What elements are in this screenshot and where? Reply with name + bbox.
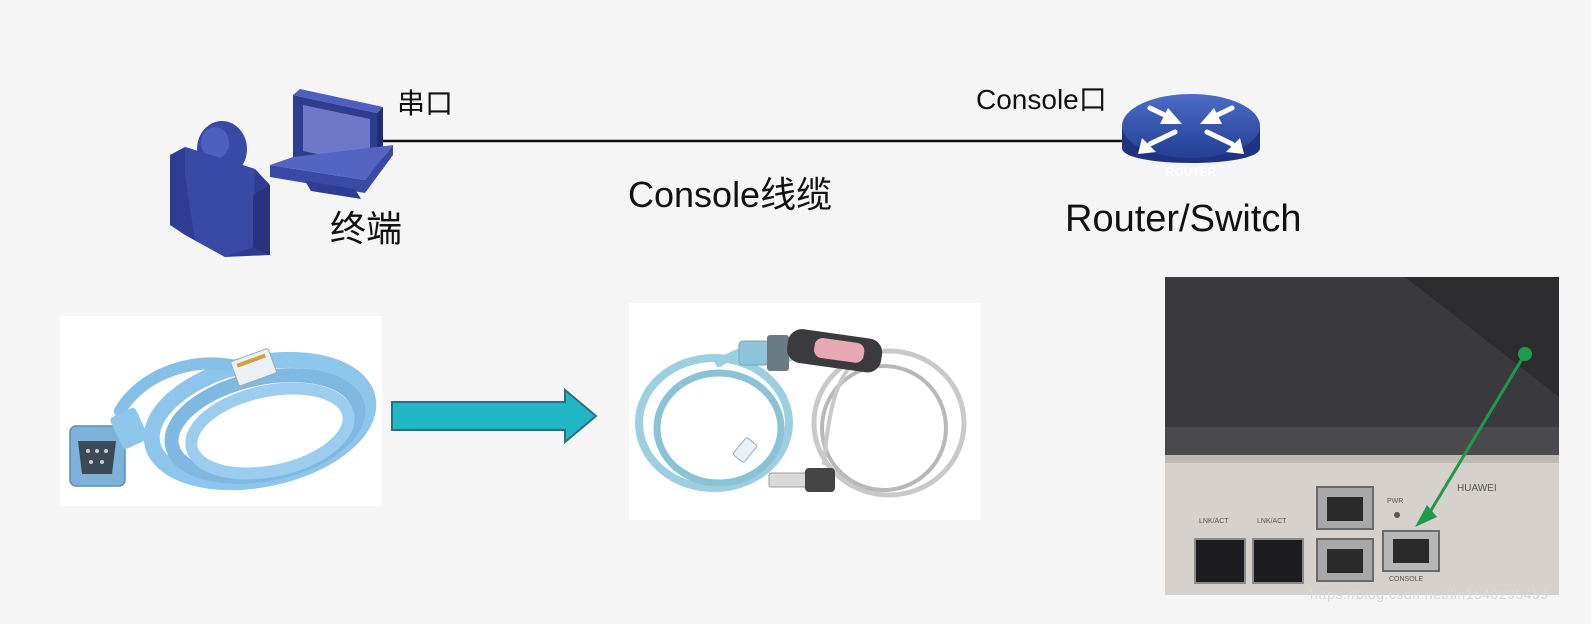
- port-label-pwr: PWR: [1387, 498, 1403, 505]
- router-icon: ROUTER: [1122, 94, 1260, 179]
- user-computer-icon: [170, 89, 393, 257]
- rj45-to-db9-cable-photo: [60, 316, 382, 506]
- port-label-console: CONSOLE: [1389, 576, 1424, 583]
- brand-label: HUAWEI: [1457, 483, 1497, 494]
- usb-to-serial-cable-photo: [629, 303, 981, 520]
- device-label: Router/Switch: [1065, 198, 1302, 240]
- watermark-text: https://blog.csdn.net/lin1540295459: [1310, 586, 1549, 602]
- console-port-label: Console口: [976, 84, 1107, 115]
- port-label-lnk-act-1: LNK/ACT: [1199, 518, 1229, 525]
- device-front-panel-photo: LNK/ACT LNK/ACT PWR CONSOLE HUAWEI: [1165, 277, 1559, 595]
- cable-label: Console线缆: [628, 174, 833, 215]
- port-label-lnk-act-2: LNK/ACT: [1257, 518, 1287, 525]
- terminal-label: 终端: [330, 208, 403, 249]
- router-label: ROUTER: [1166, 165, 1217, 179]
- serial-port-label: 串口: [397, 88, 454, 119]
- right-arrow-icon: [391, 388, 598, 444]
